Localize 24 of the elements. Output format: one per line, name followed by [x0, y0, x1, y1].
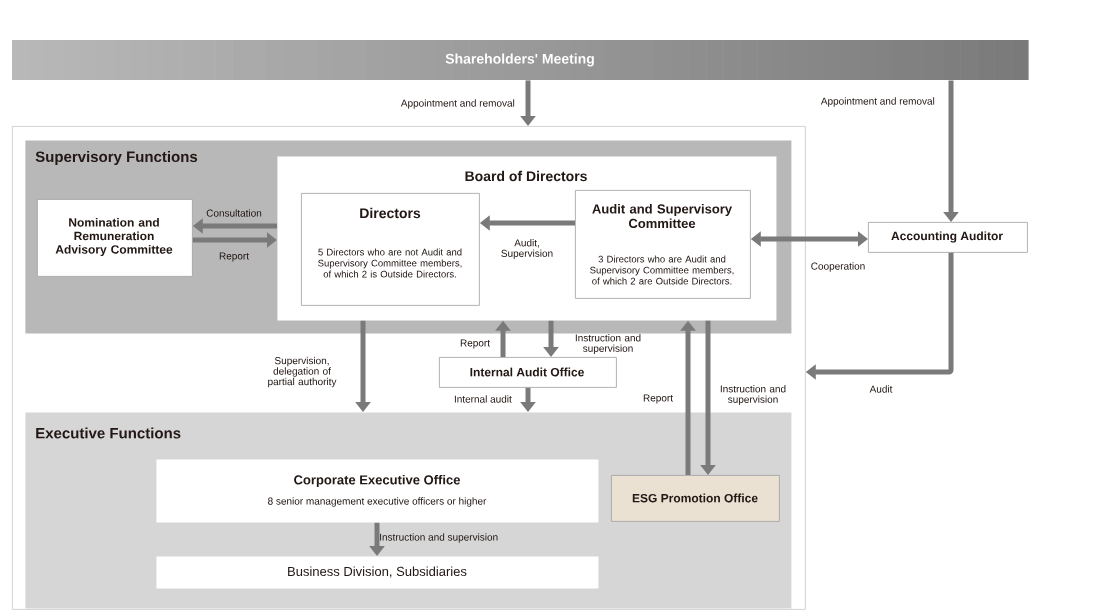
edge-label: Audit — [869, 385, 893, 393]
edge-label: Consultation — [206, 209, 262, 217]
edge-label: Appointment and removal — [820, 97, 935, 107]
edge-label: Report — [460, 339, 490, 349]
edge-label: Internal audit — [454, 395, 512, 403]
node-label: Shareholders' Meeting — [445, 53, 594, 67]
edge-label: Appointment and removal — [400, 99, 515, 109]
edge-label: Cooperation — [811, 262, 865, 272]
office-box: ESG Promotion Office — [611, 475, 780, 522]
committee-box: Audit and Supervisory Committee 3 Directors who are Audit and Supervisory Committee members, of which 2 are Outside Directors. — [575, 190, 751, 299]
office-box: Corporate Executive Office 8 senior management executive officers or higher — [156, 459, 599, 523]
edge-label: Instruction and supervision — [380, 533, 498, 543]
meeting-band: Shareholders' Meeting — [12, 40, 1029, 80]
directors-box: Directors 5 Directors who are not Audit and Supervisory Committee members, of which 2 is Outside Directors. — [301, 193, 480, 306]
edge-label: Instruction and supervision — [720, 385, 786, 405]
edge-label: Report — [643, 394, 673, 404]
division-box: Business Division, Subsidiaries — [156, 556, 599, 589]
edge-label: Instruction and supervision — [575, 334, 641, 354]
edge-label: Supervision, delegation of partial authority — [268, 356, 337, 388]
edge-label: Report — [219, 252, 249, 262]
office-box: Internal Audit Office — [439, 357, 617, 388]
auditor-box: Accounting Auditor — [868, 222, 1028, 253]
edge-label: Audit, Supervision — [501, 239, 553, 259]
committee-box: Nomination and Remuneration Advisory Committee — [37, 199, 193, 277]
